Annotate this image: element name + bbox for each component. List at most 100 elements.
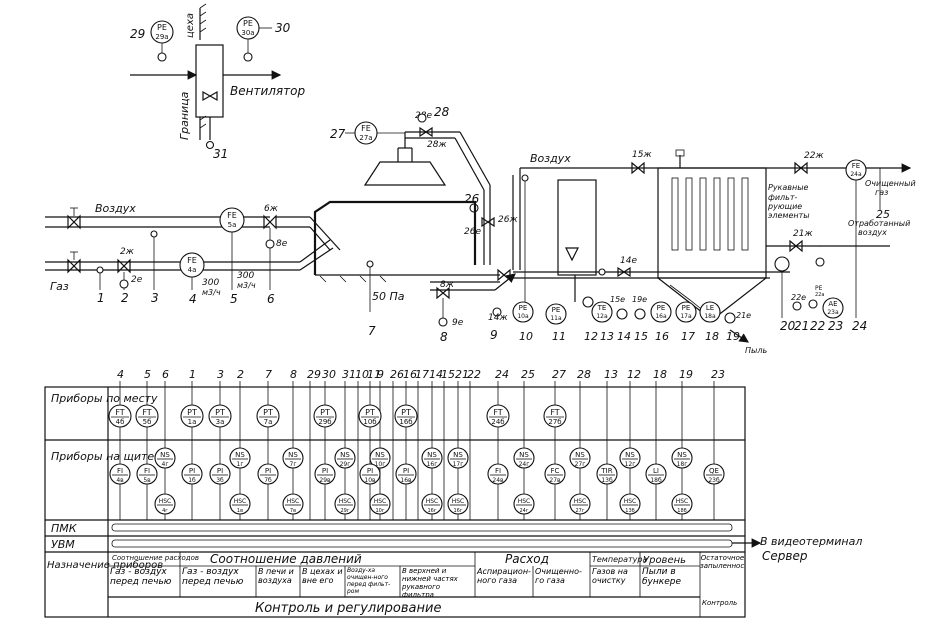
instrument-circle <box>619 493 641 515</box>
air-left-label: Воздух <box>95 202 136 215</box>
column-tag: 14 <box>429 368 443 381</box>
instrument-circle <box>619 447 641 469</box>
shop-boundary-label-a: Граница <box>178 91 191 140</box>
svg-text:16: 16 <box>655 330 669 343</box>
svg-text:PE: PE <box>657 304 666 312</box>
instrument-circle <box>395 463 417 485</box>
instrument-circle <box>645 463 667 485</box>
pressure-label: 50 Па <box>372 290 405 303</box>
instrument-circle <box>208 404 232 428</box>
instrument-circle <box>334 447 356 469</box>
svg-text:рующие: рующие <box>767 202 802 211</box>
instrument-number: 18б <box>677 508 686 514</box>
svg-text:PE: PE <box>519 304 528 312</box>
svg-text:PE: PE <box>157 23 167 32</box>
column-tag: 23 <box>711 368 725 381</box>
row-label-panel: Приборы на щите <box>51 450 154 463</box>
svg-text:300: 300 <box>202 278 219 288</box>
panel-instrument-row-upper: NS4гNS1гNS7гNS29гNS10гNS16гNS17гNS24гNS2… <box>154 447 693 469</box>
svg-text:PE: PE <box>243 19 253 28</box>
valve-26 <box>481 216 495 228</box>
fan-label: Вентилятор <box>230 84 305 98</box>
svg-text:элементы: элементы <box>768 211 810 220</box>
instrument-number: 16г <box>454 508 463 514</box>
column-tag: 21 <box>455 368 469 381</box>
instrument-circle <box>543 404 567 428</box>
svg-text:11: 11 <box>552 330 566 343</box>
fan-damper <box>202 90 218 102</box>
instrument-circle <box>369 447 391 469</box>
svg-text:5а: 5а <box>228 221 237 229</box>
instrument-number: 3б <box>216 477 224 484</box>
instrument-code: PI <box>403 467 409 475</box>
instrument-code: PI <box>322 467 328 475</box>
instrument-number: 16б <box>399 418 412 426</box>
instrument-circle <box>180 404 204 428</box>
instrument-number: 29б <box>318 418 331 426</box>
svg-text:22е: 22е <box>791 293 806 302</box>
purpose-residual-cell: Остаточное запыленность <box>700 554 745 570</box>
purpose-group-pressure: Соотношение давлений <box>210 552 362 566</box>
svg-text:12а: 12а <box>596 313 608 320</box>
instrument-code: NS <box>625 451 635 459</box>
svg-text:8е: 8е <box>276 239 288 249</box>
instrument-code: TIR <box>600 467 612 475</box>
instrument-circle <box>154 493 176 515</box>
instrument-circle <box>394 404 418 428</box>
svg-text:30а: 30а <box>241 29 254 37</box>
purpose-c4: В цехах и вне его <box>302 567 343 585</box>
svg-text:14ж: 14ж <box>488 313 508 323</box>
instrument-number: 24г <box>519 461 530 468</box>
instrument-number: 29г <box>340 461 351 468</box>
svg-text:22: 22 <box>810 319 825 333</box>
svg-text:AE: AE <box>828 300 837 308</box>
svg-text:15: 15 <box>634 330 648 343</box>
instrument-number: 18г <box>677 461 688 468</box>
instrument-circle <box>671 447 693 469</box>
instrument-code: NS <box>575 451 585 459</box>
svg-text:14е: 14е <box>620 256 637 266</box>
instrument-circle <box>513 493 535 515</box>
svg-text:30: 30 <box>275 21 291 35</box>
svg-text:м3/ч: м3/ч <box>237 281 256 290</box>
instrument-circle <box>569 447 591 469</box>
svg-text:9: 9 <box>490 328 498 342</box>
instrument-circle <box>596 463 618 485</box>
purpose-c10: Пыли в бункере <box>642 567 681 587</box>
svg-text:FE: FE <box>187 256 197 265</box>
svg-text:25: 25 <box>876 208 890 221</box>
purpose-c7: Аспирацион-ного газа <box>477 567 531 585</box>
svg-text:22ж: 22ж <box>804 151 824 161</box>
svg-text:22а: 22а <box>815 292 824 298</box>
svg-text:21ж: 21ж <box>793 229 813 239</box>
instrument-number: 24г <box>520 508 529 514</box>
column-tag: 24 <box>495 368 509 381</box>
air-valve-manual <box>67 214 81 230</box>
instrument-circle <box>513 447 535 469</box>
instrument-number: 7г <box>290 461 297 468</box>
valve-6 <box>263 214 277 230</box>
instrument-circle <box>256 404 280 428</box>
instrument-code: PI <box>265 467 271 475</box>
instrument-code: PI <box>217 467 223 475</box>
instrument-code: PT <box>187 408 197 417</box>
svg-text:12: 12 <box>584 330 598 343</box>
svg-text:15е: 15е <box>610 295 625 304</box>
instrument-code: NS <box>519 451 529 459</box>
column-tag: 25 <box>521 368 535 381</box>
bag-filter-housing <box>657 167 767 279</box>
svg-text:23: 23 <box>828 319 843 333</box>
purpose-c5: Возду-ха очищен-ного перед фильт-ром <box>347 567 390 595</box>
column-tag: 8 <box>290 368 297 381</box>
purpose-c9: Газов на очистку <box>592 567 628 585</box>
svg-text:11а: 11а <box>550 315 562 322</box>
instrument-number: 16в <box>400 477 412 484</box>
column-tag: 29 <box>307 368 321 381</box>
valve-21 <box>789 239 803 253</box>
purpose-footer: Контроль и регулирование <box>255 601 441 616</box>
instrument-code: NS <box>235 451 245 459</box>
purpose-group-temp: Температура <box>592 555 647 564</box>
column-tag: 26 <box>390 368 404 381</box>
instrument-circle <box>544 463 566 485</box>
